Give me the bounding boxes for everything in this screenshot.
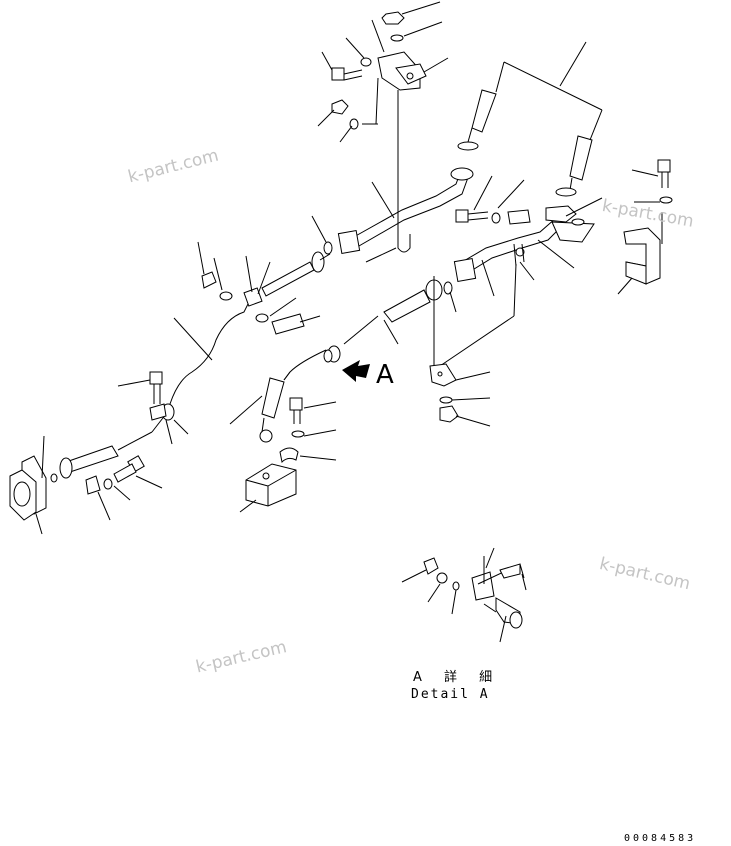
upper-pipe xyxy=(311,90,474,263)
detail-title-jp: A 詳 細 xyxy=(413,670,502,685)
lower-center-cylinder xyxy=(229,371,337,513)
view-arrow xyxy=(342,360,370,382)
drawing-number: 00084583 xyxy=(624,833,697,844)
top-bracket-assembly xyxy=(317,1,449,143)
detail-title-en: Detail A xyxy=(411,687,490,702)
middle-pipe xyxy=(453,175,603,297)
detail-a-assembly xyxy=(401,547,527,643)
center-lower-bracket xyxy=(429,363,491,427)
center-hose xyxy=(283,263,517,381)
view-arrow-label: A xyxy=(376,360,394,390)
upper-cylinder-pair xyxy=(457,41,603,197)
right-bracket xyxy=(617,159,673,295)
lower-left-assembly xyxy=(9,241,331,535)
